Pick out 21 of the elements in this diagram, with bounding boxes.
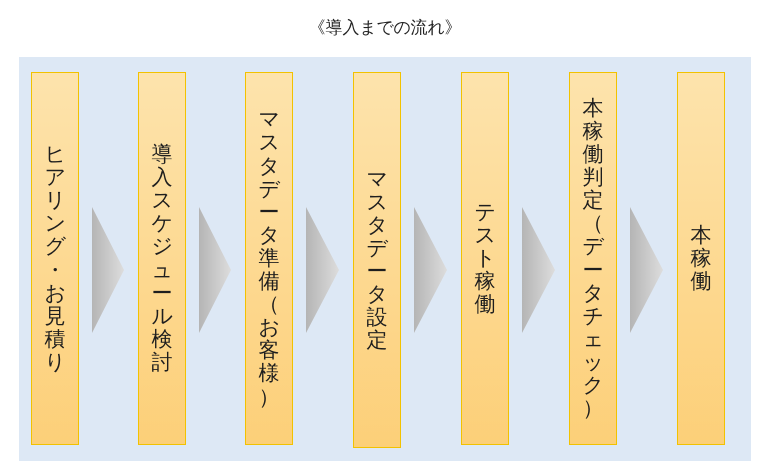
chevron-arrow [414,207,447,333]
step-label: 本稼働 [690,224,712,294]
chevron-arrow [522,207,555,333]
process-box [138,72,186,445]
chevron-arrow [199,207,231,333]
process-box [245,72,293,445]
title: 《導入までの流れ》 [308,17,462,39]
process-box [31,72,79,445]
step-label: ヒアリング・お見積り [44,143,66,374]
chevron-arrow [92,207,124,333]
step-label: 本稼働判定（データチェック） [582,96,604,420]
step-label: 導入スケジュール検討 [152,143,172,374]
step-label: マスタデータ準備（お客様） [258,108,280,409]
process-box [569,72,617,445]
step-label: マスタデータ設定 [366,168,388,352]
process-box [677,72,725,445]
step-label: テスト稼働 [474,200,496,316]
process-box [461,72,509,445]
chevron-arrow [630,207,663,333]
process-box [353,72,401,448]
chevron-arrow [306,207,339,333]
